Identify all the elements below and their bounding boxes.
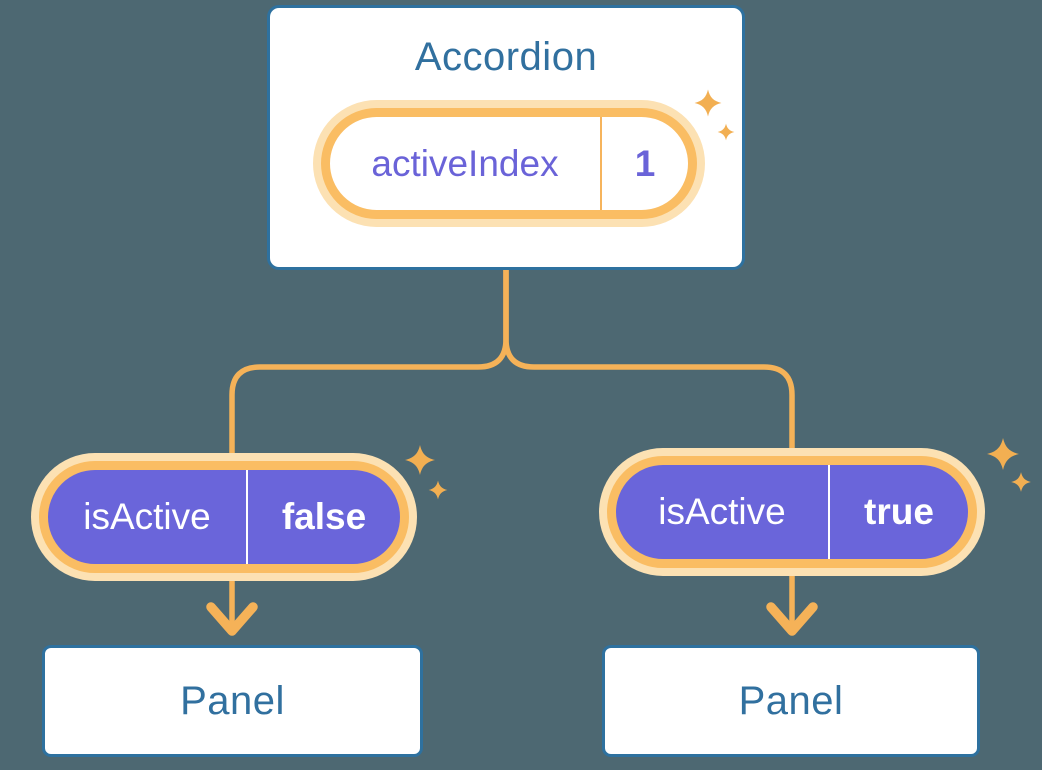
panel-left: Panel — [42, 645, 423, 757]
sparkle-icon — [717, 123, 735, 141]
prop-pill-right-label: isActive — [658, 491, 786, 532]
prop-pill-left-label: isActive — [83, 496, 211, 537]
branch-right-connector — [503, 268, 795, 457]
state-pill-label: activeIndex — [371, 142, 559, 184]
arrow-left-head-icon — [206, 602, 258, 636]
prop-pill-left-divider — [246, 470, 248, 564]
panel-right: Panel — [602, 645, 980, 757]
panel-left-title: Panel — [180, 678, 285, 723]
arrow-right-head-icon — [766, 602, 818, 636]
sparkle-icon — [987, 438, 1019, 470]
branch-left-connector — [229, 268, 509, 462]
prop-pill-left-value: false — [281, 496, 367, 537]
sparkle-icon — [428, 480, 448, 500]
prop-pill-left: isActive false — [39, 461, 409, 573]
sparkle-icon — [1011, 472, 1031, 492]
sparkle-icon — [694, 89, 722, 117]
sparkle-icon — [405, 445, 435, 475]
prop-pill-right-value: true — [864, 491, 934, 532]
prop-pill-right: isActive true — [607, 456, 977, 568]
prop-pill-right-divider — [828, 465, 830, 559]
state-pill-value: 1 — [634, 142, 656, 184]
panel-right-title: Panel — [738, 678, 844, 723]
state-pill: activeIndex 1 — [321, 108, 697, 219]
accordion-title: Accordion — [414, 35, 598, 79]
state-pill-divider — [600, 117, 602, 210]
